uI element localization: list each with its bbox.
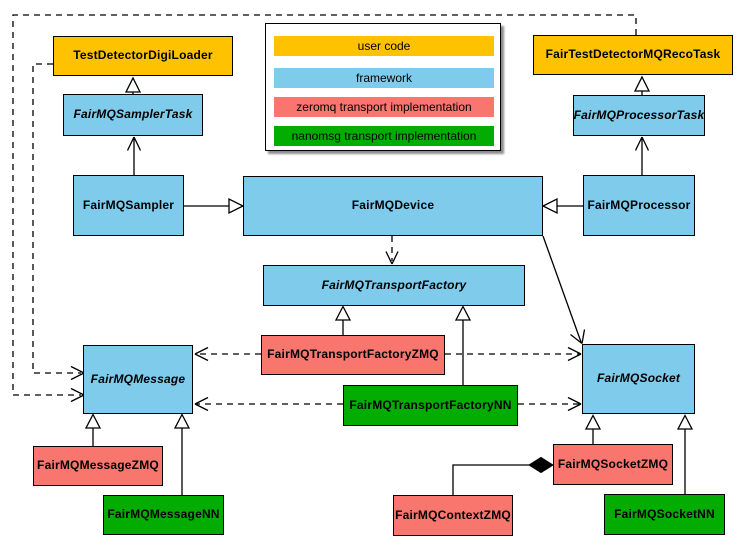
composition-edge	[452, 456, 554, 495]
legend-item-framework: framework	[274, 68, 494, 88]
legend-item-user-code: user code	[274, 36, 494, 56]
class-box-fairmq-transport-factory-nn: FairMQTransportFactoryNN	[343, 385, 518, 426]
class-box-fairmq-context-zmq: FairMQContextZMQ	[393, 495, 513, 536]
legend-label: zeromq transport implementation	[296, 100, 472, 114]
edge-device-to-socket	[542, 235, 586, 345]
legend: user code framework zeromq transport imp…	[265, 23, 501, 151]
class-box-fair-test-detector-mq-reco-task: FairTestDetectorMQRecoTask	[533, 35, 733, 75]
edge-sampler-to-samplertask	[126, 136, 142, 175]
legend-label: nanomsg transport implementation	[291, 129, 477, 143]
legend-label: user code	[357, 39, 411, 53]
class-box-test-detector-digi-loader: TestDetectorDigiLoader	[53, 36, 233, 76]
generalization-edges	[92, 91, 686, 495]
edge-processor-to-processortask	[634, 136, 650, 175]
class-box-fairmq-socket: FairMQSocket	[582, 344, 695, 414]
edge-recotask-to-message	[12, 14, 637, 396]
class-box-fairmq-message-nn: FairMQMessageNN	[103, 495, 224, 535]
class-box-fairmq-sampler-task: FairMQSamplerTask	[63, 94, 203, 136]
composition-diamond	[528, 456, 554, 474]
class-box-fairmq-processor-task: FairMQProcessorTask	[573, 95, 705, 136]
class-box-fairmq-processor: FairMQProcessor	[583, 175, 695, 236]
edge-loader-to-message	[32, 63, 81, 374]
class-box-fairmq-transport-factory: FairMQTransportFactory	[263, 265, 525, 306]
class-box-fairmq-message: FairMQMessage	[83, 345, 193, 414]
class-box-fairmq-transport-factory-zmq: FairMQTransportFactoryZMQ	[261, 335, 445, 375]
class-box-fairmq-message-zmq: FairMQMessageZMQ	[33, 446, 163, 486]
class-box-fairmq-device: FairMQDevice	[243, 176, 543, 236]
class-box-fairmq-socket-zmq: FairMQSocketZMQ	[553, 444, 673, 485]
legend-label: framework	[355, 71, 412, 85]
association-edges	[126, 136, 650, 345]
legend-item-nanomsg: nanomsg transport implementation	[274, 126, 494, 146]
legend-item-zeromq: zeromq transport implementation	[274, 97, 494, 117]
dependency-edges	[12, 14, 637, 405]
class-box-fairmq-sampler: FairMQSampler	[73, 175, 184, 236]
class-box-fairmq-socket-nn: FairMQSocketNN	[604, 494, 725, 535]
generalization-triangles	[84, 75, 694, 430]
dependency-arrowheads	[70, 251, 582, 412]
